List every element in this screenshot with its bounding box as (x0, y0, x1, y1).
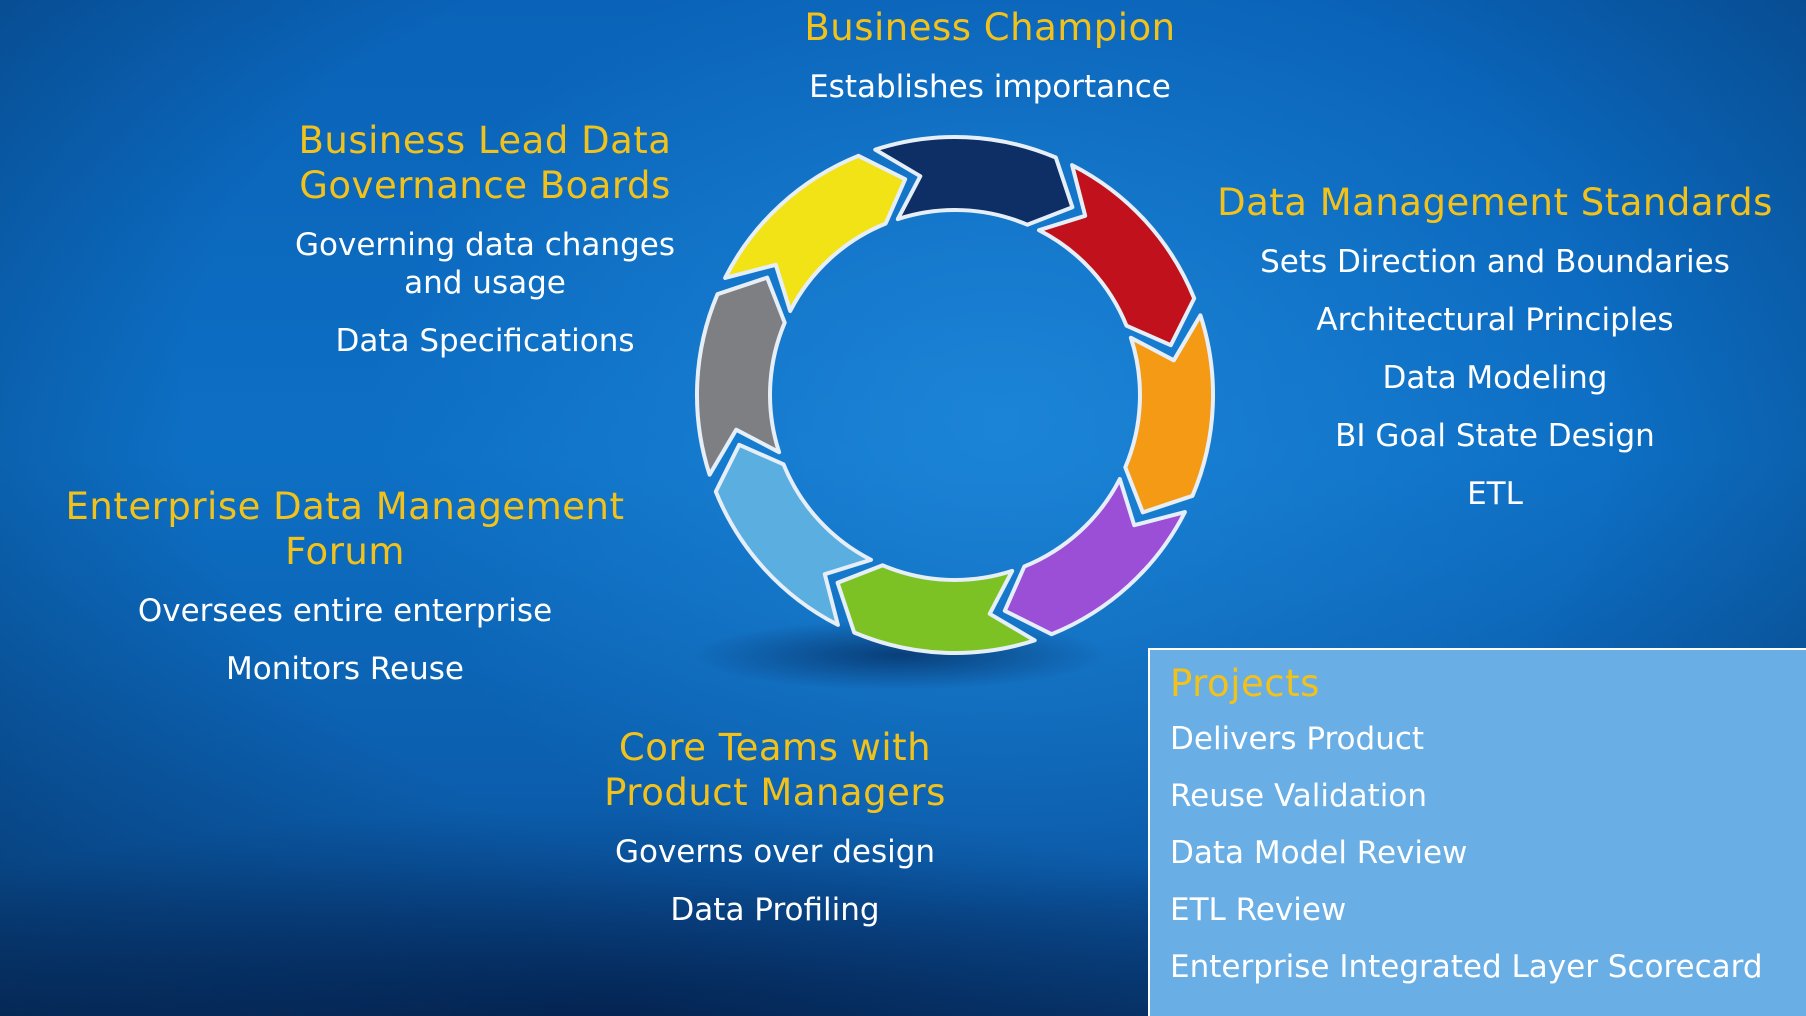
business-champion-title: Business Champion (804, 6, 1176, 49)
enterprise-forum-group: Enterprise Data Management Forum Oversee… (0, 484, 690, 688)
core-teams-line: Governs over design (614, 834, 936, 870)
cycle-arrow-shade-orange (1123, 313, 1216, 515)
standards-line: Architectural Principles (1316, 302, 1674, 338)
core-teams-title: Core Teams with Product Managers (604, 726, 946, 814)
core-teams-line: Data Profiling (670, 892, 880, 928)
standards-line: ETL (1467, 476, 1523, 512)
projects-box: Projects Delivers Product Reuse Validati… (1148, 648, 1806, 1016)
projects-title: Projects (1170, 662, 1320, 705)
projects-item: Data Model Review (1170, 835, 1468, 871)
cycle-arrow-shade-light-blue (713, 442, 873, 627)
cycle-arrow-shade-navy (873, 134, 1075, 227)
standards-line: Data Modeling (1382, 360, 1608, 396)
projects-item: Reuse Validation (1170, 778, 1428, 814)
business-champion-group: Business Champion Establishes importance (750, 5, 1230, 106)
standards-line: Sets Direction and Boundaries (1260, 244, 1730, 280)
cycle-arrow-shade-gray (694, 275, 787, 477)
data-management-standards-title: Data Management Standards (1217, 181, 1773, 224)
governance-boards-title: Business Lead Data Governance Boards (298, 119, 672, 207)
projects-item: ETL Review (1170, 892, 1347, 928)
enterprise-forum-line: Monitors Reuse (226, 651, 464, 687)
core-teams-group: Core Teams with Product Managers Governs… (570, 725, 980, 929)
projects-item: Delivers Product (1170, 721, 1425, 757)
enterprise-forum-line: Oversees entire enterprise (137, 593, 553, 629)
cycle-diagram (694, 134, 1216, 656)
governance-boards-group: Business Lead Data Governance Boards Gov… (265, 118, 705, 360)
governance-boards-line: Governing data changes and usage (295, 227, 675, 301)
cycle-arrow-shade-green (835, 563, 1037, 656)
business-champion-line: Establishes importance (809, 69, 1171, 105)
cycle-arrow-shade-purple (1002, 477, 1187, 637)
enterprise-forum-title: Enterprise Data Management Forum (65, 485, 625, 573)
governance-boards-line: Data Specifications (335, 323, 635, 359)
projects-item: Enterprise Integrated Layer Scorecard (1170, 949, 1763, 985)
standards-line: BI Goal State Design (1335, 418, 1655, 454)
data-management-standards-group: Data Management Standards Sets Direction… (1205, 180, 1785, 513)
cycle-arrow-shade-yellow (723, 153, 908, 313)
cycle-arrow-shade-red (1037, 163, 1197, 348)
